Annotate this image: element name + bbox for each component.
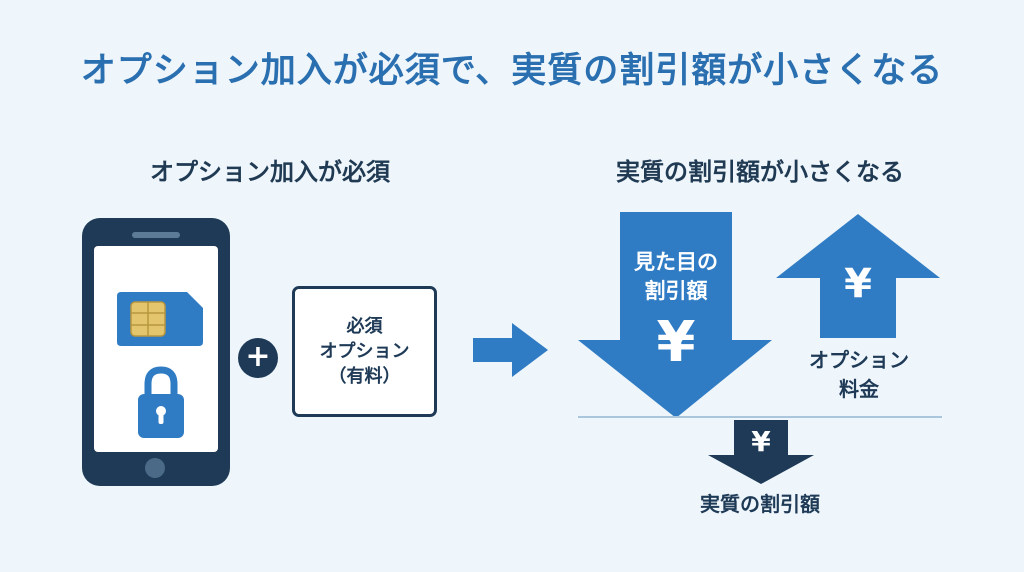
right-arrow-icon [473, 323, 548, 377]
required-option-box: 必須 オプション （有料） [292, 286, 437, 417]
up-arrow-icon [776, 214, 940, 338]
option-fee-line1: オプション [809, 348, 909, 372]
phone-screen [94, 246, 218, 452]
phone-home-button [145, 458, 165, 478]
plus-icon: + [238, 338, 278, 378]
lock-icon [138, 366, 184, 438]
apparent-discount-line2: 割引額 [644, 279, 708, 303]
baseline-divider [578, 416, 942, 418]
down-arrow-icon [578, 212, 772, 418]
apparent-discount-label: 見た目の 割引額 [616, 248, 736, 306]
option-box-line3: （有料） [328, 366, 401, 387]
option-fee-line2: 料金 [839, 377, 879, 401]
left-heading: オプション加入が必須 [150, 158, 390, 186]
phone-icon [82, 218, 230, 486]
apparent-discount-line1: 見た目の [634, 250, 718, 274]
phone-speaker [132, 232, 180, 238]
small-down-arrow-icon [708, 420, 814, 484]
option-box-line1: 必須 [346, 316, 383, 337]
yen-icon-apparent: ¥ [656, 310, 696, 375]
right-heading: 実質の割引額が小さくなる [616, 158, 904, 186]
page-title: オプション加入が必須で、実質の割引額が小さくなる [80, 51, 944, 91]
option-box-line2: オプション [319, 341, 410, 362]
option-fee-label: オプション 料金 [794, 346, 924, 404]
sim-card-icon [117, 292, 203, 346]
yen-icon-actual: ¥ [751, 425, 771, 458]
yen-icon-option-fee: ¥ [844, 261, 872, 307]
actual-discount-label: 実質の割引額 [700, 492, 820, 516]
